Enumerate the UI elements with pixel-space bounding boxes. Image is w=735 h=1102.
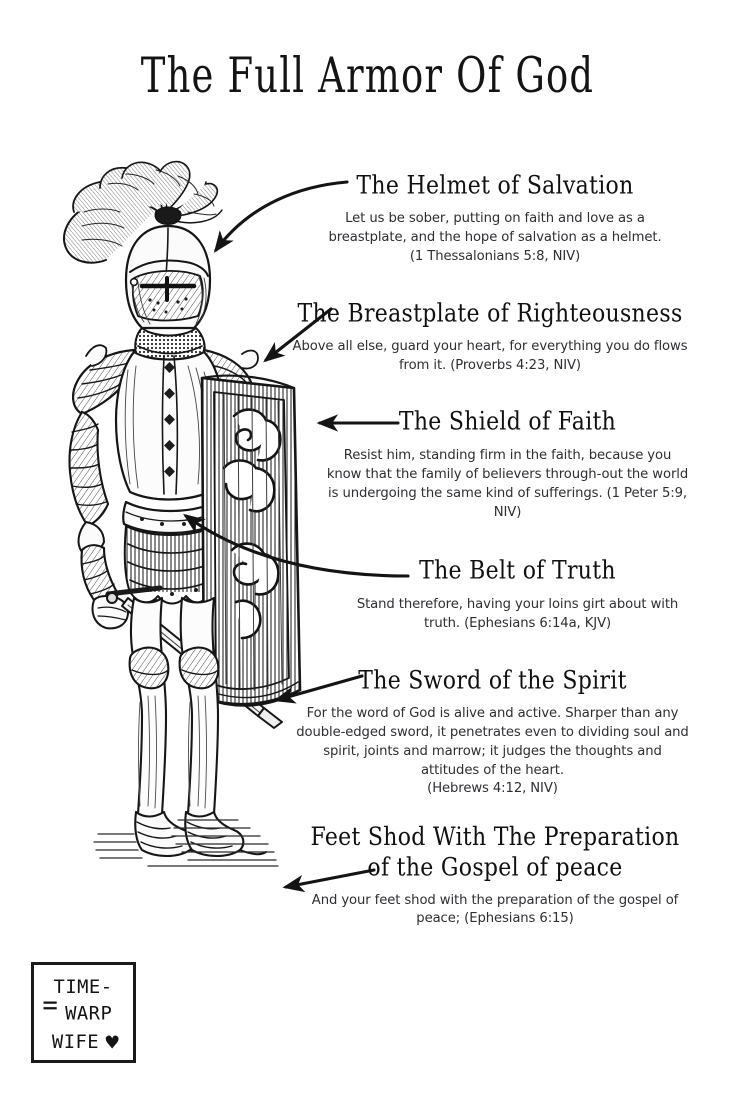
section-verse-sword: For the word of God is alive and active.… xyxy=(295,705,690,799)
helmet-plume xyxy=(63,160,223,264)
verse-text-sword: For the word of God is alive and active.… xyxy=(296,706,689,778)
section-heading-helmet: The Helmet of Salvation xyxy=(356,172,634,201)
ground-shadow xyxy=(93,819,279,867)
section-sword: The Sword of the Spirit For the word of … xyxy=(295,667,690,799)
section-verse-shield: Resist him, standing firm in the faith, … xyxy=(326,448,689,520)
section-breastplate: The Breastplate of Righteousness Above a… xyxy=(290,300,690,376)
section-helmet: The Helmet of Salvation Let us be sober,… xyxy=(300,172,690,267)
sabatons xyxy=(134,810,267,858)
verse-reference-sword: (Hebrews 4:12, NIV) xyxy=(427,781,558,797)
verse-text-helmet: Let us be sober, putting on faith and lo… xyxy=(328,211,662,246)
breastplate xyxy=(114,350,226,501)
section-heading-feet: Feet Shod With The Preparation of the Go… xyxy=(310,823,680,883)
armored-knight-illustration xyxy=(38,150,318,940)
section-feet: Feet Shod With The Preparation of the Go… xyxy=(300,822,690,929)
verse-reference-helmet: (1 Thessalonians 5:8, NIV) xyxy=(409,248,581,264)
knight-svg xyxy=(63,160,302,867)
section-verse-feet: And your feet shod with the preparation … xyxy=(311,892,679,927)
shield xyxy=(200,374,302,707)
left-arm xyxy=(68,410,129,630)
logo-svg: TIME- WARP WIFE ♥ xyxy=(43,977,120,1054)
section-heading-breastplate: The Breastplate of Righteousness xyxy=(297,300,683,329)
section-heading-sword: The Sword of the Spirit xyxy=(358,667,627,696)
logo-line-3: WIFE xyxy=(52,1032,99,1053)
logo-line-2: WARP xyxy=(65,1004,112,1025)
logo-line-1: TIME- xyxy=(54,977,113,998)
section-heading-belt: The Belt of Truth xyxy=(419,557,616,586)
logo-heart-icon: ♥ xyxy=(104,1033,120,1054)
time-warp-wife-logo[interactable]: TIME- WARP WIFE ♥ xyxy=(31,962,136,1063)
page-title: The Full Armor Of God xyxy=(140,47,595,104)
logo-equals-mark xyxy=(43,1001,57,1010)
section-heading-shield: The Shield of Faith xyxy=(398,408,617,437)
section-verse-belt: Stand therefore, having your loins girt … xyxy=(356,597,679,632)
section-verse-helmet: Let us be sober, putting on faith and lo… xyxy=(300,210,690,266)
section-belt: The Belt of Truth Stand therefore, havin… xyxy=(345,557,690,634)
section-verse-breastplate: Above all else, guard your heart, for ev… xyxy=(292,339,688,374)
section-shield: The Shield of Faith Resist him, standing… xyxy=(325,408,690,522)
helmet xyxy=(124,224,212,330)
